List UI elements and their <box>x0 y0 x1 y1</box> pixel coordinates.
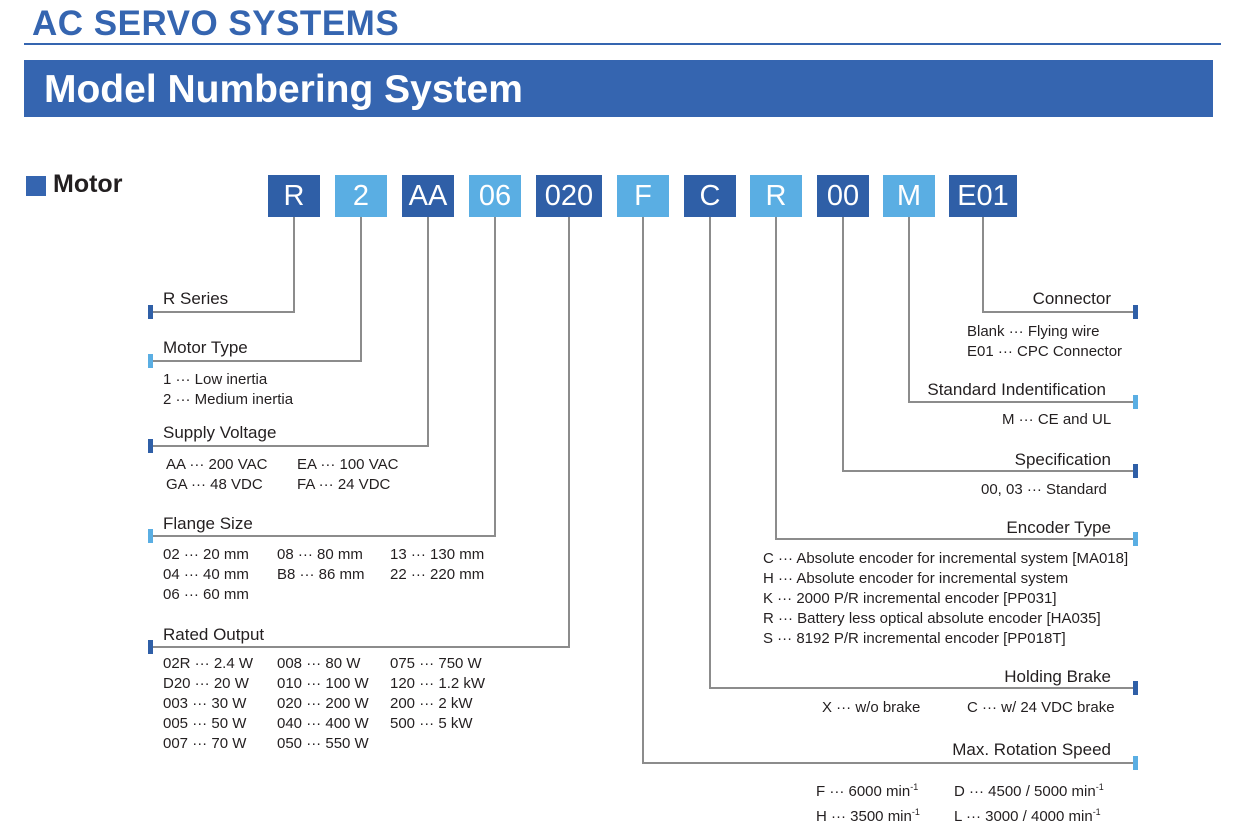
speed-options-col1: F ··· 6000 min-1 H ··· 3500 min-1 <box>816 782 920 825</box>
flange-size-col1: 02 ··· 20 mm 04 ··· 40 mm 06 ··· 60 mm <box>163 546 249 603</box>
code-box-speed: F <box>617 175 669 217</box>
code-box-voltage: AA <box>402 175 454 217</box>
rated-output-col3: 075 ··· 750 W 120 ··· 1.2 kW 200 ··· 2 k… <box>390 655 486 732</box>
page-header-title: AC SERVO SYSTEMS <box>32 4 400 43</box>
flange-size-col3: 13 ··· 130 mm 22 ··· 220 mm <box>390 546 485 583</box>
encoder-type-options: C ··· Absolute encoder for incremental s… <box>763 550 1129 647</box>
code-box-series: R <box>268 175 320 217</box>
code-box-standard: M <box>883 175 935 217</box>
tick-encoder-type <box>1133 532 1138 546</box>
brake-option-c: C ··· w/ 24 VDC brake <box>967 699 1115 716</box>
label-encoder-type: Encoder Type <box>1006 518 1111 537</box>
code-box-specification: 00 <box>817 175 869 217</box>
tick-motor-type <box>148 354 153 368</box>
label-standard-id: Standard Indentification <box>927 380 1106 399</box>
tick-supply-voltage <box>148 439 153 453</box>
rated-output-col2: 008 ··· 80 W 010 ··· 100 W 020 ··· 200 W… <box>277 655 369 752</box>
line-specification <box>842 217 1136 472</box>
code-box-output: 020 <box>536 175 602 217</box>
code-box-connector: E01 <box>949 175 1017 217</box>
line-connector <box>982 217 1136 313</box>
tick-specification <box>1133 464 1138 478</box>
line-standard-id <box>908 217 1136 403</box>
motor-type-options: 1 ··· Low inertia 2 ··· Medium inertia <box>163 371 294 408</box>
label-r-series: R Series <box>163 289 229 308</box>
line-encoder-type <box>775 217 1136 540</box>
line-holding-brake <box>709 217 1136 689</box>
tick-connector <box>1133 305 1138 319</box>
line-max-speed <box>642 217 1136 764</box>
label-connector: Connector <box>1032 289 1111 308</box>
connector-options: Blank ··· Flying wire E01 ··· CPC Connec… <box>967 323 1123 360</box>
tick-max-speed <box>1133 756 1138 770</box>
code-box-encoder: R <box>750 175 802 217</box>
line-r-series <box>152 217 295 313</box>
label-motor-type: Motor Type <box>163 338 248 357</box>
label-max-speed: Max. Rotation Speed <box>952 740 1111 759</box>
label-specification: Specification <box>1014 450 1111 469</box>
label-holding-brake: Holding Brake <box>1004 667 1111 686</box>
header-rule <box>24 43 1221 45</box>
code-box-flange: 06 <box>469 175 521 217</box>
banner-title: Model Numbering System <box>44 68 523 111</box>
tick-holding-brake <box>1133 681 1138 695</box>
supply-voltage-col1: AA ··· 200 VAC GA ··· 48 VDC <box>166 456 268 493</box>
standard-id-options: M ··· CE and UL <box>1002 411 1112 428</box>
section-title: Motor <box>53 170 123 198</box>
label-flange-size: Flange Size <box>163 514 253 533</box>
speed-options-col2: D ··· 4500 / 5000 min-1 L ··· 3000 / 400… <box>954 782 1104 825</box>
code-box-brake: C <box>684 175 736 217</box>
specification-options: 00, 03 ··· Standard <box>981 481 1107 498</box>
tick-r-series <box>148 305 153 319</box>
tick-rated-output <box>148 640 153 654</box>
section-square-icon <box>26 176 46 196</box>
supply-voltage-col2: EA ··· 100 VAC FA ··· 24 VDC <box>297 456 399 493</box>
tick-standard-id <box>1133 395 1138 409</box>
line-supply-voltage <box>152 217 429 447</box>
line-motor-type <box>152 217 362 362</box>
tick-flange-size <box>148 529 153 543</box>
flange-size-col2: 08 ··· 80 mm B8 ··· 86 mm <box>277 546 365 583</box>
line-rated-output <box>152 217 570 648</box>
label-rated-output: Rated Output <box>163 625 265 644</box>
code-box-motor-type: 2 <box>335 175 387 217</box>
label-supply-voltage: Supply Voltage <box>163 423 277 442</box>
line-flange-size <box>152 217 496 537</box>
brake-option-x: X ··· w/o brake <box>822 699 921 716</box>
rated-output-col1: 02R ··· 2.4 W D20 ··· 20 W 003 ··· 30 W … <box>163 655 254 752</box>
banner: Model Numbering System <box>24 60 1213 117</box>
